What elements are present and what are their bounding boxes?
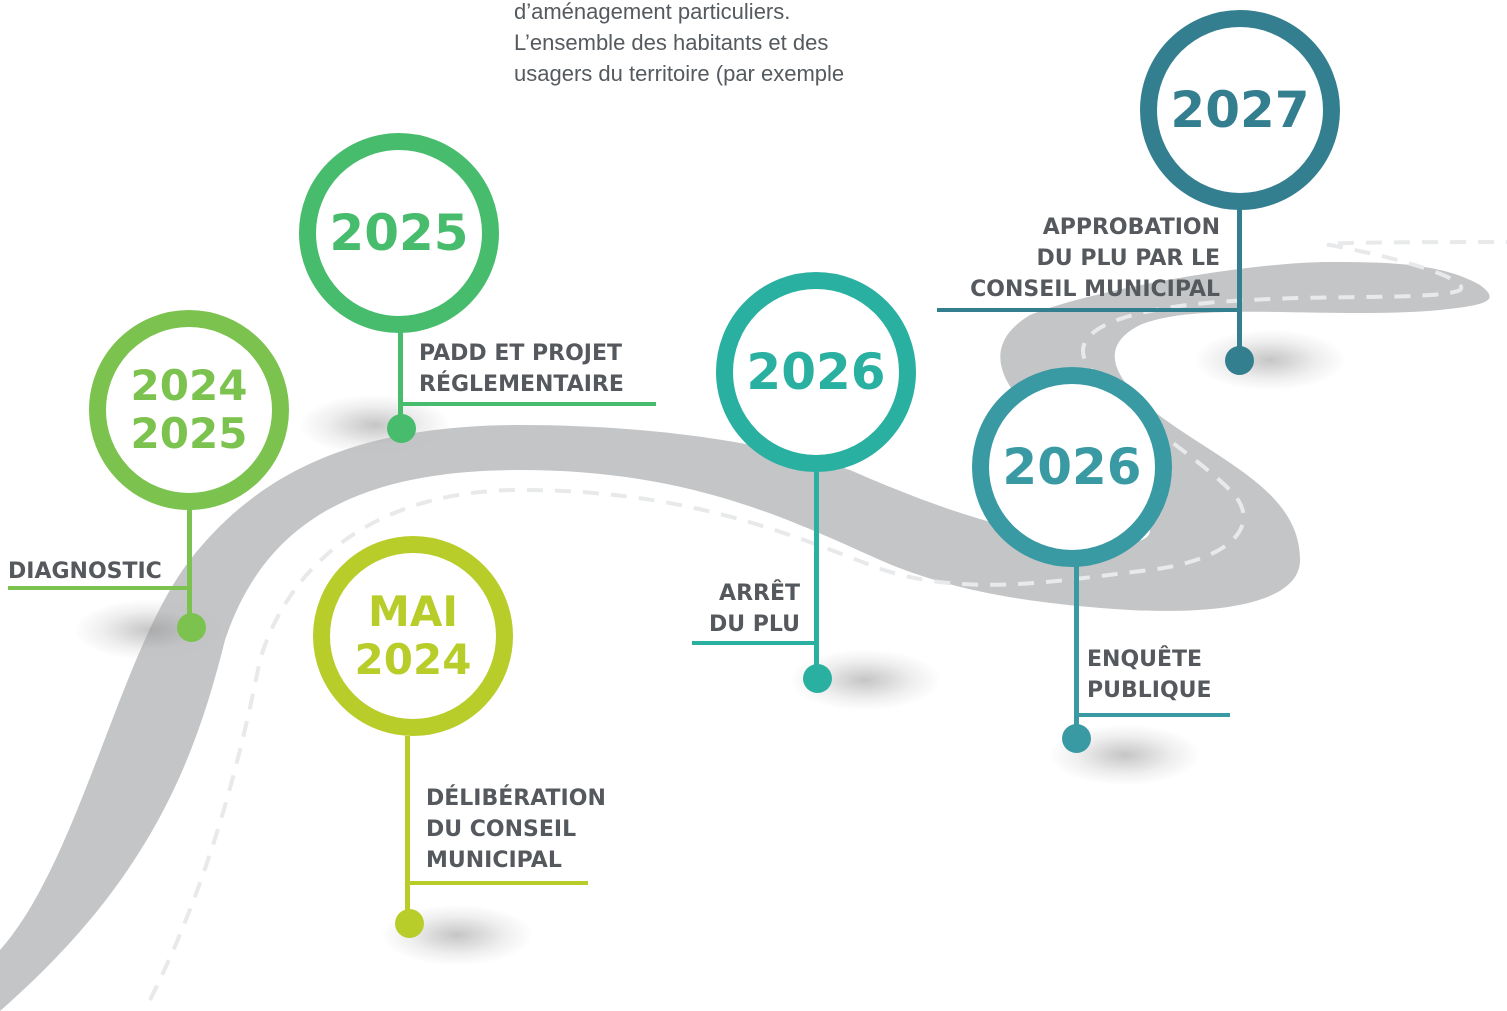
label-line: PADD ET PROJET <box>419 341 622 366</box>
milestone-label: ARRÊT DU PLU <box>700 578 800 640</box>
year-badge: 2026 <box>716 272 916 472</box>
label-line: MUNICIPAL <box>426 848 562 873</box>
pin-dot <box>387 414 416 443</box>
pin-dot <box>803 664 832 693</box>
year-line: 2024 <box>130 361 248 410</box>
intro-line: d’aménagement particuliers. <box>514 0 791 24</box>
year-line: 2027 <box>1170 81 1310 139</box>
milestone-label: ENQUÊTE PUBLIQUE <box>1087 644 1212 706</box>
pin-dot <box>177 613 206 642</box>
year-line: 2024 <box>354 635 472 684</box>
pin-dot <box>1225 346 1254 375</box>
label-underline <box>937 308 1242 312</box>
label-line: DU PLU PAR LE <box>1036 246 1220 271</box>
year-line: 2026 <box>1002 438 1142 496</box>
label-underline <box>8 586 192 590</box>
intro-line: L’ensemble des habitants et des <box>514 30 829 55</box>
label-line: PUBLIQUE <box>1087 678 1212 703</box>
label-underline <box>1074 713 1230 717</box>
label-line: ENQUÊTE <box>1087 647 1203 672</box>
label-line: ARRÊT <box>719 581 800 606</box>
label-underline <box>405 881 588 885</box>
label-line: CONSEIL MUNICIPAL <box>970 277 1220 302</box>
pin-stem <box>1237 200 1242 360</box>
intro-text: d’aménagement particuliers. L’ensemble d… <box>514 0 944 89</box>
label-line: DU CONSEIL <box>426 817 577 842</box>
year-line: 2025 <box>329 204 469 262</box>
pin-stem <box>405 736 410 916</box>
label-line: DIAGNOSTIC <box>8 559 162 584</box>
pin-dot <box>395 909 424 938</box>
pin-stem <box>398 330 403 430</box>
label-line: APPROBATION <box>1042 215 1220 240</box>
label-line: DU PLU <box>708 612 800 637</box>
label-underline <box>398 402 656 406</box>
year-badge: 2025 <box>299 133 499 333</box>
pin-stem <box>187 508 192 628</box>
year-line: MAI <box>368 587 458 636</box>
label-line: RÉGLEMENTAIRE <box>419 372 624 397</box>
label-underline <box>692 641 819 645</box>
year-line: 2025 <box>130 409 248 458</box>
year-badge: 2026 <box>972 367 1172 567</box>
milestone-label: DIAGNOSTIC <box>8 556 162 587</box>
road-center-dashes <box>148 240 1507 1001</box>
pin-dot <box>1062 724 1091 753</box>
pin-shadow <box>1195 330 1345 390</box>
pin-stem <box>814 470 819 670</box>
intro-line: usagers du territoire (par exemple <box>514 61 845 86</box>
milestone-label: APPROBATION DU PLU PAR LE CONSEIL MUNICI… <box>938 212 1220 305</box>
year-line: 2026 <box>746 343 886 401</box>
pin-stem <box>1074 560 1079 740</box>
year-badge: 2027 <box>1140 10 1340 210</box>
label-line: DÉLIBÉRATION <box>426 786 606 811</box>
milestone-label: DÉLIBÉRATION DU CONSEIL MUNICIPAL <box>426 783 606 876</box>
year-badge: MAI 2024 <box>313 536 513 736</box>
milestone-label: PADD ET PROJET RÉGLEMENTAIRE <box>419 338 624 400</box>
year-badge: 2024 2025 <box>89 310 289 510</box>
